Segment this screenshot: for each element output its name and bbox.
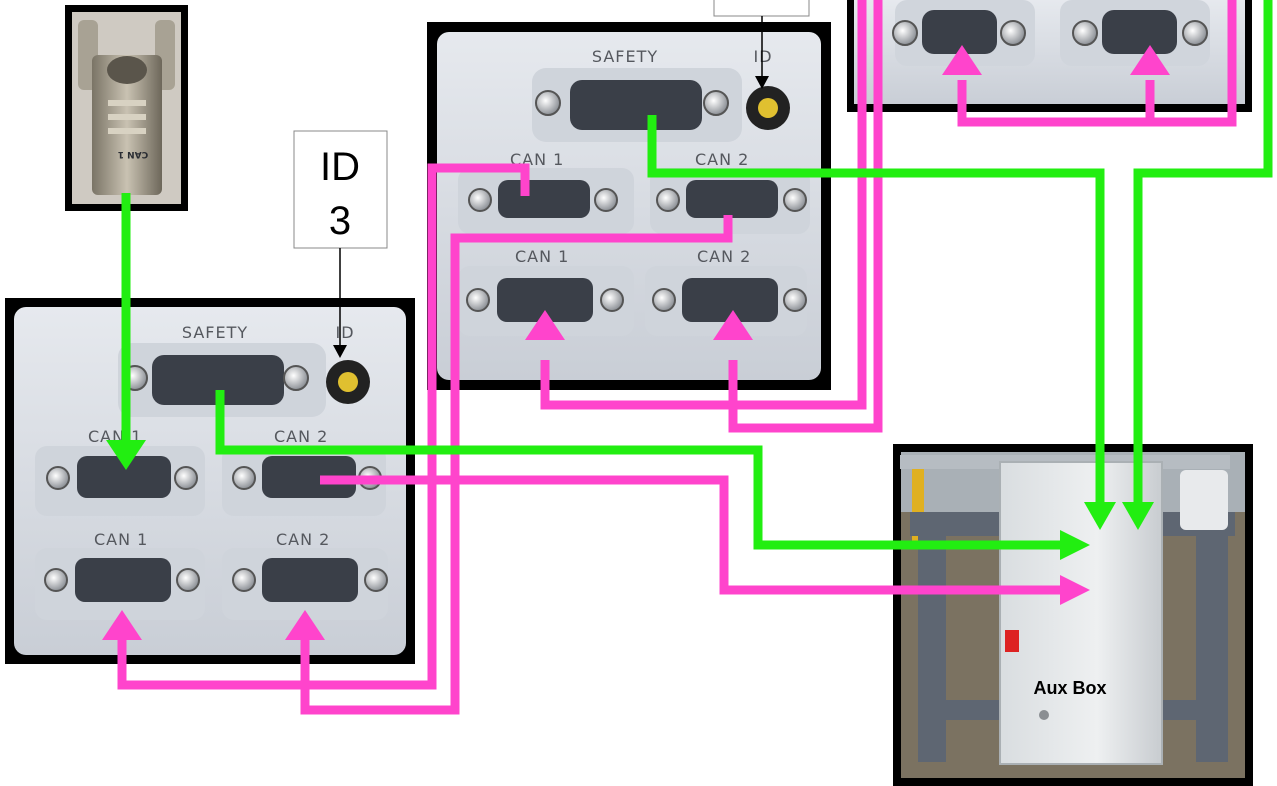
left-safety-label: SAFETY	[182, 323, 248, 342]
middle-bottom-can2-label: CAN 2	[697, 247, 751, 266]
can-wire-middle-loop	[540, 0, 867, 410]
id-callout-line1: ID	[320, 145, 360, 189]
middle-top-can2-label: CAN 2	[695, 150, 749, 169]
can-wire-left-loop-2	[300, 215, 733, 715]
panel-left: SAFETY ID CAN 1 CAN 2 CAN 1 CAN 2	[5, 298, 415, 664]
left-top-can2-label: CAN 2	[274, 427, 328, 446]
safety-wire-middle	[647, 115, 1105, 503]
left-bottom-can1-label: CAN 1	[94, 530, 148, 549]
can-wire-left-loop	[117, 163, 530, 690]
arrowheads	[102, 45, 1170, 640]
safety-wire-top-right	[1133, 0, 1273, 503]
left-id-label: ID	[335, 323, 354, 342]
safety-wire-left	[215, 390, 1065, 550]
plug-label: CAN 1	[118, 149, 149, 159]
can-wire-middle-loop-2	[728, 0, 883, 433]
can-plug-photo: CAN 1	[65, 5, 188, 211]
id-callout-line2: 3	[329, 199, 351, 243]
aux-box-label: Aux Box	[1033, 678, 1106, 698]
id-callout: ID 3	[293, 130, 388, 358]
panel-middle: SAFETY ID CAN 1 CAN 2 CAN 1 CAN 2	[427, 22, 831, 390]
panel-top-right	[847, 0, 1252, 112]
middle-bottom-can1-label: CAN 1	[515, 247, 569, 266]
middle-id-label: ID	[753, 47, 772, 66]
left-bottom-can2-label: CAN 2	[276, 530, 330, 549]
wires	[117, 0, 1273, 715]
id-callout-top	[713, 0, 810, 89]
can-wire-top-right-loop	[957, 0, 1237, 127]
can-wire-to-aux	[320, 475, 1065, 595]
aux-box-photo: Aux Box	[893, 444, 1253, 786]
middle-safety-label: SAFETY	[592, 47, 658, 66]
